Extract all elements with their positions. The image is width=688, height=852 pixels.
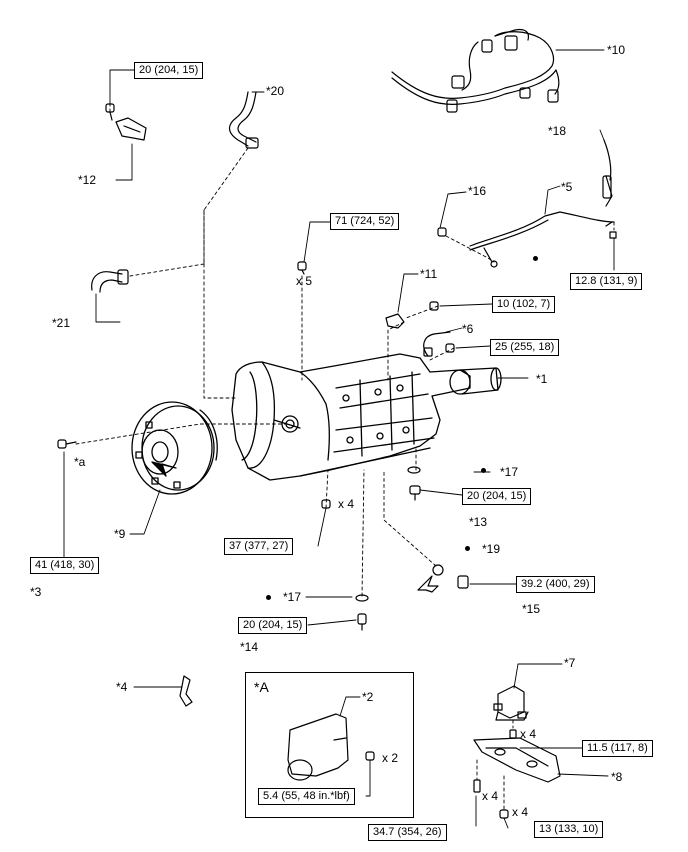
dashed-guides <box>75 103 615 811</box>
callout-1: *1 <box>536 372 548 386</box>
leader-lines <box>63 49 615 829</box>
inset-frame-a <box>245 672 414 818</box>
callout-20: *20 <box>266 84 285 98</box>
torque-box-plug-14: 20 (204, 15) <box>238 617 308 634</box>
plug-15 <box>457 575 469 589</box>
torque-box-5-4: 5.4 (55, 48 in.*lbf) <box>258 788 355 805</box>
torque-converter <box>131 401 218 495</box>
callout-10: *10 <box>607 43 626 57</box>
sensor-6 <box>423 331 455 357</box>
engine-mount <box>493 685 529 739</box>
bolt-5 <box>297 261 307 275</box>
callout-12: *12 <box>78 173 97 187</box>
arrow-marker <box>417 575 439 593</box>
inset-label-a: *A <box>254 679 269 695</box>
bracket-11 <box>385 301 439 329</box>
callout-8: *8 <box>611 770 623 784</box>
crossmember <box>473 737 561 783</box>
torque-box-13: 13 (133, 10) <box>534 821 604 838</box>
torque-box-39-2: 39.2 (400, 29) <box>516 576 595 593</box>
callout-4: *4 <box>116 680 128 694</box>
qty-bolts-71: x 5 <box>296 274 313 288</box>
callout-19: *19 <box>482 542 501 556</box>
torque-box-drain-plug: 20 (204, 15) <box>462 488 532 505</box>
torque-box-10: 10 (102, 7) <box>492 296 556 313</box>
torque-box-37: 37 (377, 27) <box>224 538 294 555</box>
callout-3: *3 <box>30 585 42 599</box>
inset-part-2 <box>287 713 375 781</box>
torque-box-bracket-12: 20 (204, 15) <box>134 62 204 79</box>
callout-17-lower: *17 <box>283 590 302 604</box>
callout-a: *a <box>74 455 86 469</box>
hose-21 <box>91 269 129 293</box>
o-ring-19 <box>432 564 444 576</box>
drain-plug-13 <box>409 485 421 501</box>
callout-15: *15 <box>522 602 541 616</box>
qty-bolts-37: x 4 <box>338 497 355 511</box>
bracket-12 <box>105 103 147 141</box>
torque-box-11-5: 11.5 (117, 8) <box>582 740 653 757</box>
callout-2: *2 <box>362 690 374 704</box>
nonreusable-dot-5 <box>533 256 538 261</box>
callout-9: *9 <box>114 527 126 541</box>
nonreusable-dot-19 <box>465 546 470 551</box>
callout-6: *6 <box>462 322 474 336</box>
torque-box-25: 25 (255, 18) <box>490 339 560 356</box>
nonreusable-dot-17-lower <box>266 595 271 600</box>
control-cable <box>437 139 617 268</box>
qty-nuts: x 4 <box>512 805 529 819</box>
hose-20 <box>228 91 259 149</box>
transmission-body <box>231 353 502 481</box>
callout-18: *18 <box>548 124 567 138</box>
torque-box-34-7: 34.7 (354, 26) <box>368 824 447 841</box>
nonreusable-dot-17-upper <box>481 468 486 473</box>
torque-box-12-8: 12.8 (131, 9) <box>570 273 643 290</box>
callout-5: *5 <box>561 180 573 194</box>
qty-crossmember-bolts: x 4 <box>482 789 499 803</box>
callout-11: *11 <box>420 267 438 281</box>
plug-14 <box>357 613 367 631</box>
callout-16: *16 <box>468 184 487 198</box>
callout-7: *7 <box>564 656 576 670</box>
callout-14: *14 <box>240 640 259 654</box>
callout-21: *21 <box>52 316 71 330</box>
callout-13: *13 <box>469 515 488 529</box>
callout-17-upper: *17 <box>500 465 519 479</box>
torque-box-71: 71 (724, 52) <box>330 213 400 230</box>
qty-bolts-inset: x 2 <box>382 751 399 765</box>
bolt-a <box>57 439 77 449</box>
wire-harness <box>391 28 560 113</box>
torque-box-41: 41 (418, 30) <box>30 557 100 574</box>
qty-mount-bolts: x 4 <box>520 727 537 741</box>
clamp-4 <box>179 675 193 707</box>
